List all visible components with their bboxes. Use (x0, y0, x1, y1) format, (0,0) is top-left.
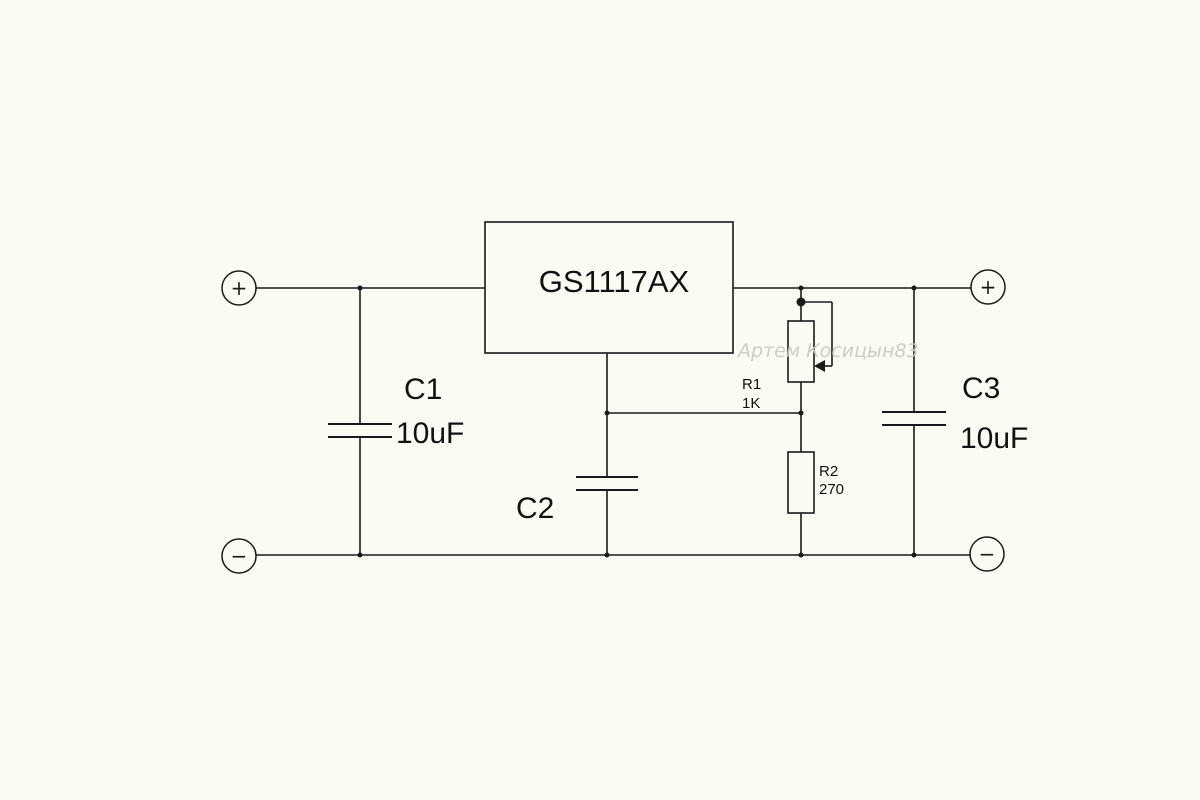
minus-icon: − (979, 542, 996, 566)
c3-value-label: 10uF (960, 422, 1028, 455)
r1-name-label: R1 (742, 376, 761, 393)
junction-dot (798, 552, 804, 558)
r2-value-label: 270 (819, 481, 844, 498)
c2-name-label: C2 (516, 492, 554, 525)
regulator-block: GS1117AX (484, 221, 734, 354)
capacitor-c3 (882, 288, 946, 555)
plus-icon: + (231, 276, 248, 300)
output-positive-terminal: + (970, 269, 1006, 305)
junction-dot (911, 552, 917, 558)
junction-dot (798, 285, 804, 291)
resistor-r2 (787, 413, 815, 555)
c1-name-label: C1 (404, 373, 442, 406)
r2-name-label: R2 (819, 463, 838, 480)
junction-dots (357, 285, 917, 558)
regulator-label: GS1117AX (539, 264, 690, 299)
junction-dot (798, 410, 804, 416)
minus-icon: − (231, 544, 248, 568)
plus-icon: + (980, 275, 997, 299)
wiper-arrow-icon (814, 360, 825, 372)
junction-dot (911, 285, 917, 291)
adjust-line (606, 353, 801, 477)
c3-name-label: C3 (962, 372, 1000, 405)
r1-value-label: 1K (742, 395, 760, 412)
junction-dot (604, 410, 610, 416)
junction-dot (357, 285, 363, 291)
potentiometer-r1 (787, 288, 833, 413)
input-negative-terminal: − (221, 538, 257, 574)
junction-dot (604, 552, 610, 558)
c1-value-label: 10uF (396, 417, 464, 450)
junction-dot (796, 297, 806, 307)
capacitor-c1 (328, 288, 392, 555)
watermark-text: Артем Косицын83 (736, 340, 919, 362)
output-negative-terminal: − (969, 536, 1005, 572)
capacitor-c2 (576, 476, 638, 555)
junction-dot (357, 552, 363, 558)
input-positive-terminal: + (221, 270, 257, 306)
